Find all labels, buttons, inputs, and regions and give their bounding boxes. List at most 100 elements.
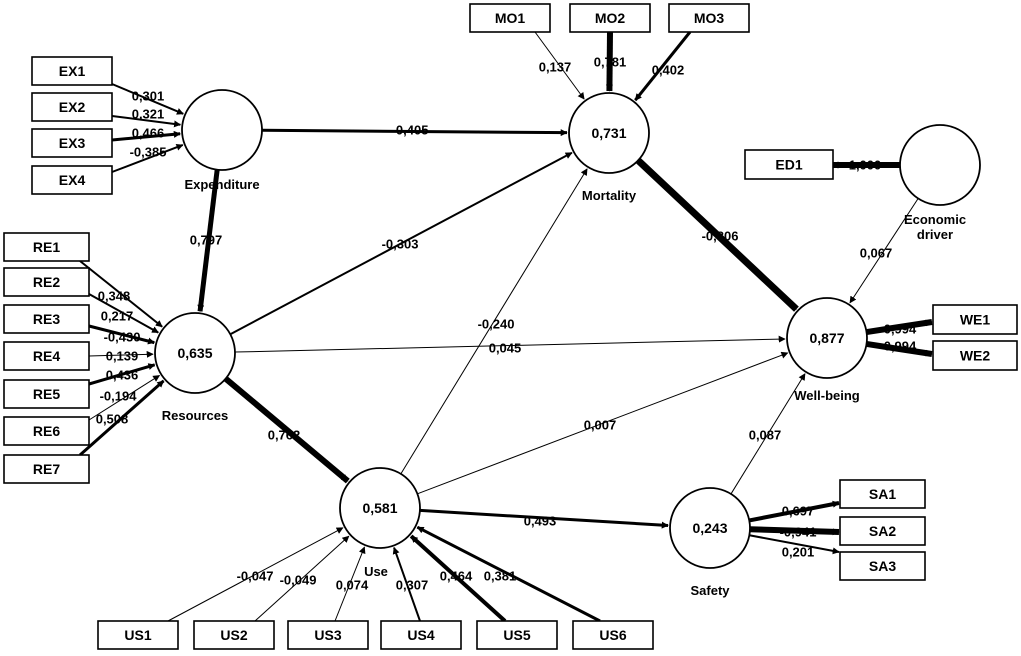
indicator-label: EX3 <box>59 135 86 151</box>
construct-label-safety: Safety <box>690 583 730 598</box>
indicator-label: RE2 <box>33 274 60 290</box>
indicator-ex3[interactable]: EX3 <box>31 128 113 158</box>
construct-label-use: Use <box>364 564 388 579</box>
link-ex1 <box>111 83 184 115</box>
link-us6 <box>416 525 601 623</box>
path-coefficient-resources-wellbeing: 0,045 <box>489 341 522 356</box>
path-use-to-safety <box>419 508 669 529</box>
construct-label-economic: driver <box>917 227 953 242</box>
weight-re4: 0,139 <box>106 349 139 364</box>
path-coefficient-use-wellbeing: 0,007 <box>584 418 617 433</box>
r-squared-value: 0,877 <box>809 330 844 346</box>
construct-resources[interactable]: 0,635 <box>154 312 236 394</box>
weight-ex4: -0,385 <box>130 145 167 160</box>
path-coefficient-resources-use: 0,762 <box>268 428 301 443</box>
indicator-label: WE1 <box>960 312 991 328</box>
indicator-re2[interactable]: RE2 <box>3 267 90 297</box>
path-coefficient-safety-wellbeing: 0,087 <box>749 428 782 443</box>
indicator-label: EX1 <box>59 63 86 79</box>
indicator-ex2[interactable]: EX2 <box>31 92 113 122</box>
indicator-sa3[interactable]: SA3 <box>839 551 926 581</box>
path-expenditure-to-resources <box>197 169 220 312</box>
indicator-re6[interactable]: RE6 <box>3 416 90 446</box>
construct-safety[interactable]: 0,243 <box>669 487 751 569</box>
link-ex3 <box>111 130 181 142</box>
edge-labels-layer: -0,4050,797-0,3030,0450,762-0,2400,0070,… <box>96 55 917 593</box>
link-re3 <box>88 324 155 345</box>
weight-re3: -0,430 <box>104 330 141 345</box>
weight-sa2: -0,941 <box>780 525 817 540</box>
path-coefficient-expenditure-resources: 0,797 <box>190 233 223 248</box>
indicator-re5[interactable]: RE5 <box>3 379 90 409</box>
indicator-label: SA3 <box>869 558 896 574</box>
link-mo1 <box>534 31 585 100</box>
weight-us6: 0,381 <box>484 569 517 584</box>
indicator-label: SA2 <box>869 523 896 539</box>
link-mo2 <box>605 31 613 92</box>
indicator-mo3[interactable]: MO3 <box>668 3 750 33</box>
indicator-label: RE1 <box>33 239 60 255</box>
r-squared-value: 0,581 <box>362 500 397 516</box>
indicator-label: US6 <box>599 627 626 643</box>
indicator-label: RE4 <box>33 348 60 364</box>
construct-wellbeing[interactable]: 0,877 <box>786 297 868 379</box>
indicator-mo1[interactable]: MO1 <box>469 3 551 33</box>
link-sa1 <box>748 500 840 523</box>
link-we1 <box>866 319 933 335</box>
indicator-label: US5 <box>503 627 530 643</box>
weight-ex3: 0,466 <box>132 126 165 141</box>
indicator-mo2[interactable]: MO2 <box>569 3 651 33</box>
indicator-ex4[interactable]: EX4 <box>31 165 113 195</box>
indicator-we1[interactable]: WE1 <box>932 304 1018 335</box>
indicator-re1[interactable]: RE1 <box>3 232 90 262</box>
construct-mortality[interactable]: 0,731 <box>568 92 650 174</box>
construct-economic[interactable] <box>899 124 981 206</box>
indicator-label: MO1 <box>495 10 526 26</box>
construct-use[interactable]: 0,581 <box>339 467 421 549</box>
weight-re2: 0,217 <box>101 309 134 324</box>
indicator-sa2[interactable]: SA2 <box>839 516 926 546</box>
indicator-us1[interactable]: US1 <box>97 620 179 650</box>
indicator-label: SA1 <box>869 486 896 502</box>
construct-label-economic: Economic <box>904 212 966 227</box>
indicator-us2[interactable]: US2 <box>193 620 275 650</box>
link-us5 <box>409 534 507 623</box>
indicator-ex1[interactable]: EX1 <box>31 56 113 86</box>
indicator-us4[interactable]: US4 <box>380 620 462 650</box>
indicator-label: MO2 <box>595 10 626 26</box>
indicator-ed1[interactable]: ED1 <box>744 149 834 180</box>
constructs-layer: Expenditure0,731Mortality0,635Resources0… <box>154 89 981 598</box>
path-safety-to-wellbeing <box>730 373 806 495</box>
weight-re5: 0,436 <box>106 368 139 383</box>
indicator-re3[interactable]: RE3 <box>3 304 90 334</box>
path-resources-to-wellbeing <box>234 335 786 353</box>
indicator-us6[interactable]: US6 <box>572 620 654 650</box>
indicator-us3[interactable]: US3 <box>287 620 369 650</box>
indicator-sa1[interactable]: SA1 <box>839 479 926 509</box>
indicator-we2[interactable]: WE2 <box>932 340 1018 371</box>
indicator-re4[interactable]: RE4 <box>3 341 90 371</box>
weight-mo2: 0,781 <box>594 55 627 70</box>
weight-ex1: 0,301 <box>132 89 165 104</box>
indicator-us5[interactable]: US5 <box>476 620 558 650</box>
weight-ex2: 0,321 <box>132 107 165 122</box>
indicator-label: RE6 <box>33 423 60 439</box>
weight-sa3: 0,201 <box>782 545 815 560</box>
weight-re1: 0,348 <box>98 289 131 304</box>
link-us1 <box>167 527 344 622</box>
weight-mo1: 0,137 <box>539 60 572 75</box>
indicator-label: US4 <box>407 627 434 643</box>
path-coefficient-use-safety: 0,493 <box>524 514 557 529</box>
link-sa3 <box>749 534 840 555</box>
construct-expenditure[interactable] <box>181 89 263 171</box>
path-expenditure-to-mortality <box>261 128 568 137</box>
construct-label-mortality: Mortality <box>582 188 637 203</box>
link-re1 <box>79 260 163 328</box>
weight-sa1: 0,697 <box>782 504 815 519</box>
link-sa2 <box>749 526 840 536</box>
construct-label-wellbeing: Well-being <box>794 388 860 403</box>
indicator-re7[interactable]: RE7 <box>3 454 90 484</box>
indicator-label: RE5 <box>33 386 60 402</box>
